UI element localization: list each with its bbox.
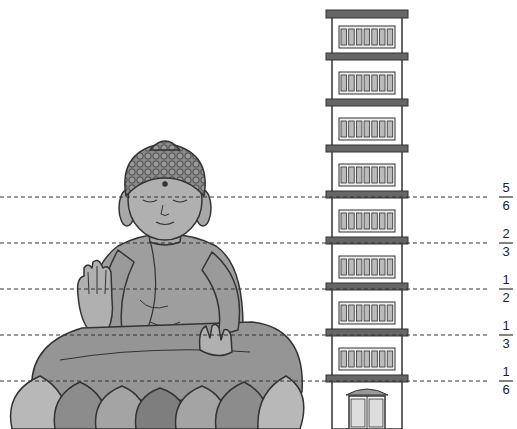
- fraction-numerator: 2: [495, 227, 517, 241]
- window-pane: [349, 75, 355, 91]
- window-row: [339, 348, 395, 370]
- window-pane: [387, 121, 393, 137]
- dashed-line: [0, 243, 490, 244]
- window-pane: [341, 167, 347, 183]
- window-pane: [380, 213, 386, 229]
- floor-slab: [326, 145, 408, 152]
- dashed-line: [0, 289, 490, 290]
- fraction-numerator: 1: [495, 273, 517, 287]
- fraction-bar: [499, 380, 513, 381]
- window-pane: [349, 351, 355, 367]
- dashed-line: [0, 335, 490, 336]
- window-pane: [380, 351, 386, 367]
- window-pane: [364, 305, 370, 321]
- window-pane: [372, 351, 378, 367]
- window-pane: [341, 29, 347, 45]
- dashed-line: [0, 197, 490, 198]
- window-pane: [387, 29, 393, 45]
- window-pane: [372, 121, 378, 137]
- window-pane: [372, 213, 378, 229]
- window-pane: [364, 351, 370, 367]
- window-row: [339, 26, 395, 48]
- window-pane: [356, 75, 362, 91]
- window-pane: [356, 305, 362, 321]
- fraction-denominator: 6: [495, 383, 517, 397]
- window-pane: [364, 167, 370, 183]
- building: [326, 10, 408, 429]
- fraction-bar: [499, 334, 513, 335]
- window-pane: [356, 167, 362, 183]
- window-row: [339, 118, 395, 140]
- window-pane: [372, 259, 378, 275]
- window-pane: [356, 29, 362, 45]
- window-pane: [341, 259, 347, 275]
- window-pane: [341, 75, 347, 91]
- floor-slab: [326, 53, 408, 60]
- dashed-line: [0, 381, 490, 382]
- fraction-numerator: 1: [495, 365, 517, 379]
- window-pane: [387, 167, 393, 183]
- window-pane: [341, 121, 347, 137]
- fraction-bar: [499, 242, 513, 243]
- fraction-denominator: 3: [495, 337, 517, 351]
- window-pane: [364, 213, 370, 229]
- window-row: [339, 164, 395, 186]
- window-pane: [387, 213, 393, 229]
- window-pane: [349, 259, 355, 275]
- window-pane: [341, 213, 347, 229]
- window-pane: [372, 75, 378, 91]
- window-pane: [387, 351, 393, 367]
- window-pane: [349, 29, 355, 45]
- fraction-denominator: 6: [495, 199, 517, 213]
- window-pane: [387, 305, 393, 321]
- window-row: [339, 302, 395, 324]
- window-pane: [380, 121, 386, 137]
- window-pane: [364, 75, 370, 91]
- height-guides: [0, 197, 513, 381]
- window-pane: [356, 259, 362, 275]
- window-row: [339, 256, 395, 278]
- window-pane: [349, 121, 355, 137]
- window-pane: [387, 75, 393, 91]
- window-pane: [349, 305, 355, 321]
- window-pane: [372, 29, 378, 45]
- window-pane: [372, 167, 378, 183]
- fraction-denominator: 3: [495, 245, 517, 259]
- window-pane: [387, 259, 393, 275]
- window-row: [339, 72, 395, 94]
- fraction-bar: [499, 288, 513, 289]
- fraction-numerator: 1: [495, 319, 517, 333]
- window-pane: [349, 167, 355, 183]
- window-pane: [380, 259, 386, 275]
- window-pane: [341, 305, 347, 321]
- window-pane: [356, 121, 362, 137]
- window-pane: [356, 351, 362, 367]
- window-pane: [356, 213, 362, 229]
- window-row: [339, 210, 395, 232]
- window-pane: [364, 121, 370, 137]
- window-pane: [380, 305, 386, 321]
- window-pane: [372, 305, 378, 321]
- window-pane: [364, 259, 370, 275]
- floor-slab: [326, 99, 408, 106]
- buddha-statue: [11, 141, 304, 429]
- window-pane: [380, 75, 386, 91]
- fraction-bar: [499, 196, 513, 197]
- window-pane: [349, 213, 355, 229]
- fraction-denominator: 2: [495, 291, 517, 305]
- fraction-numerator: 5: [495, 181, 517, 195]
- window-pane: [341, 351, 347, 367]
- window-pane: [364, 29, 370, 45]
- window-pane: [380, 167, 386, 183]
- window-pane: [380, 29, 386, 45]
